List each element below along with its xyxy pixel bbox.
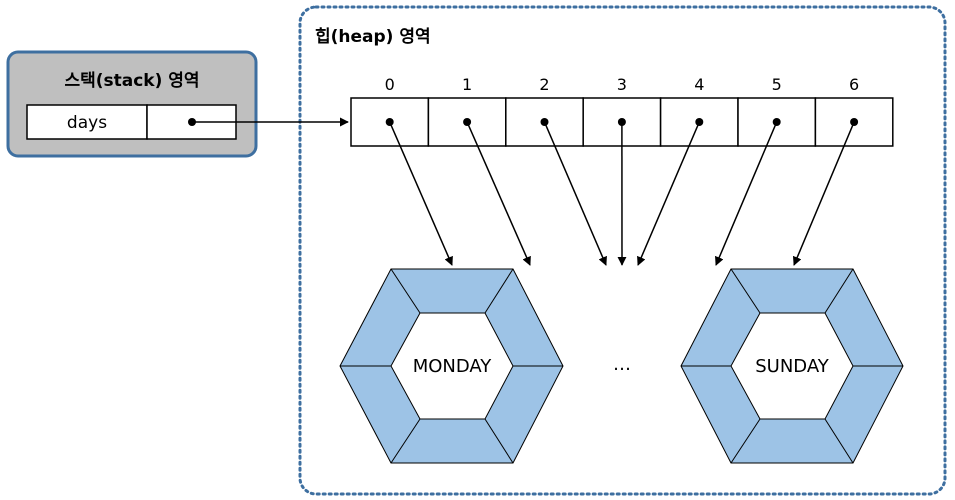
stack-area-box — [6, 50, 258, 158]
sunday-hex-seam — [824, 268, 854, 314]
sunday-label: SUNDAY — [755, 356, 830, 377]
array-ref-arrow — [389, 121, 453, 266]
array-ref-arrow — [792, 121, 855, 266]
array-ref-arrow — [543, 121, 607, 266]
array-cell-0 — [350, 97, 430, 147]
stack-variable-label: days — [67, 113, 107, 133]
sunday-hex-seam — [730, 418, 761, 464]
monday-hex-seam — [390, 268, 421, 314]
array-ref-arrow — [466, 121, 531, 266]
stack-variable-name-cell — [26, 104, 148, 140]
array-index-label: 1 — [462, 75, 472, 94]
array-index-label: 6 — [849, 75, 859, 94]
heap-area-title: 힙(heap) 영역 — [315, 26, 431, 47]
sunday-hex-seam — [730, 268, 761, 314]
monday-hex-seam — [390, 418, 421, 464]
array-index-label: 2 — [539, 75, 549, 94]
stack-area-title: 스택(stack) 영역 — [64, 71, 199, 91]
sunday-hex-seam — [824, 418, 854, 464]
array-ref-arrow — [637, 121, 700, 266]
array-ref-arrow — [715, 121, 778, 266]
array-index-label: 3 — [617, 75, 627, 94]
heap-area-border — [298, 5, 947, 496]
array-index-label: 5 — [772, 75, 782, 94]
monday-object: MONDAY — [339, 268, 564, 464]
sunday-object: SUNDAY — [680, 268, 904, 464]
ellipsis-label: … — [613, 354, 631, 375]
monday-hex-seam — [484, 268, 514, 314]
array-index-label: 0 — [385, 75, 395, 94]
array-index-label: 4 — [694, 75, 704, 94]
array-cell-5 — [737, 97, 817, 147]
monday-label: MONDAY — [413, 356, 493, 377]
monday-hex-seam — [484, 418, 514, 464]
